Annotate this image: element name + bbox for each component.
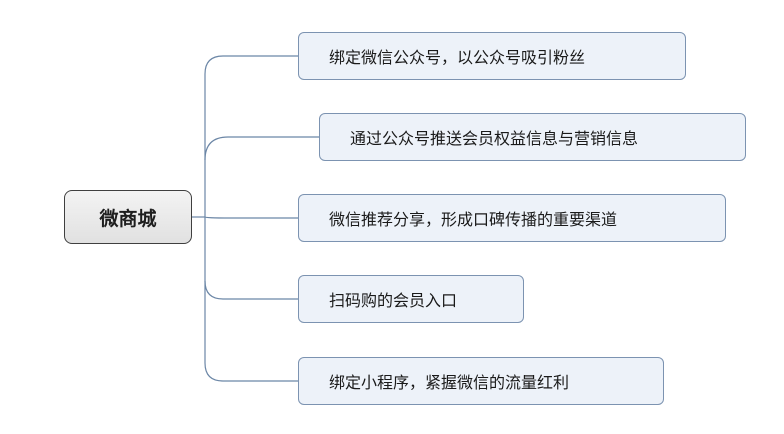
connector-branch-2 bbox=[204, 136, 319, 161]
root-label: 微商城 bbox=[99, 207, 157, 230]
branch-label: 扫码购的会员入口 bbox=[329, 291, 458, 310]
branch-node-4[interactable]: 扫码购的会员入口 bbox=[298, 275, 524, 323]
branch-node-1[interactable]: 绑定微信公众号，以公众号吸引粉丝 bbox=[298, 32, 686, 80]
connector-branch-1 bbox=[204, 55, 298, 217]
branch-node-5[interactable]: 绑定小程序，紧握微信的流量红利 bbox=[298, 357, 664, 405]
connector-branch-3 bbox=[204, 216, 298, 219]
connector-branch-4 bbox=[204, 217, 298, 300]
connector-branch-5 bbox=[204, 281, 298, 382]
branch-label: 通过公众号推送会员权益信息与营销信息 bbox=[350, 129, 639, 148]
branch-label: 绑定小程序，紧握微信的流量红利 bbox=[329, 373, 570, 392]
branch-label: 绑定微信公众号，以公众号吸引粉丝 bbox=[329, 48, 586, 67]
branch-label: 微信推荐分享，形成口碑传播的重要渠道 bbox=[329, 210, 618, 229]
root-node[interactable]: 微商城 bbox=[64, 190, 192, 244]
branch-node-3[interactable]: 微信推荐分享，形成口碑传播的重要渠道 bbox=[298, 194, 726, 242]
branch-node-2[interactable]: 通过公众号推送会员权益信息与营销信息 bbox=[319, 113, 746, 161]
